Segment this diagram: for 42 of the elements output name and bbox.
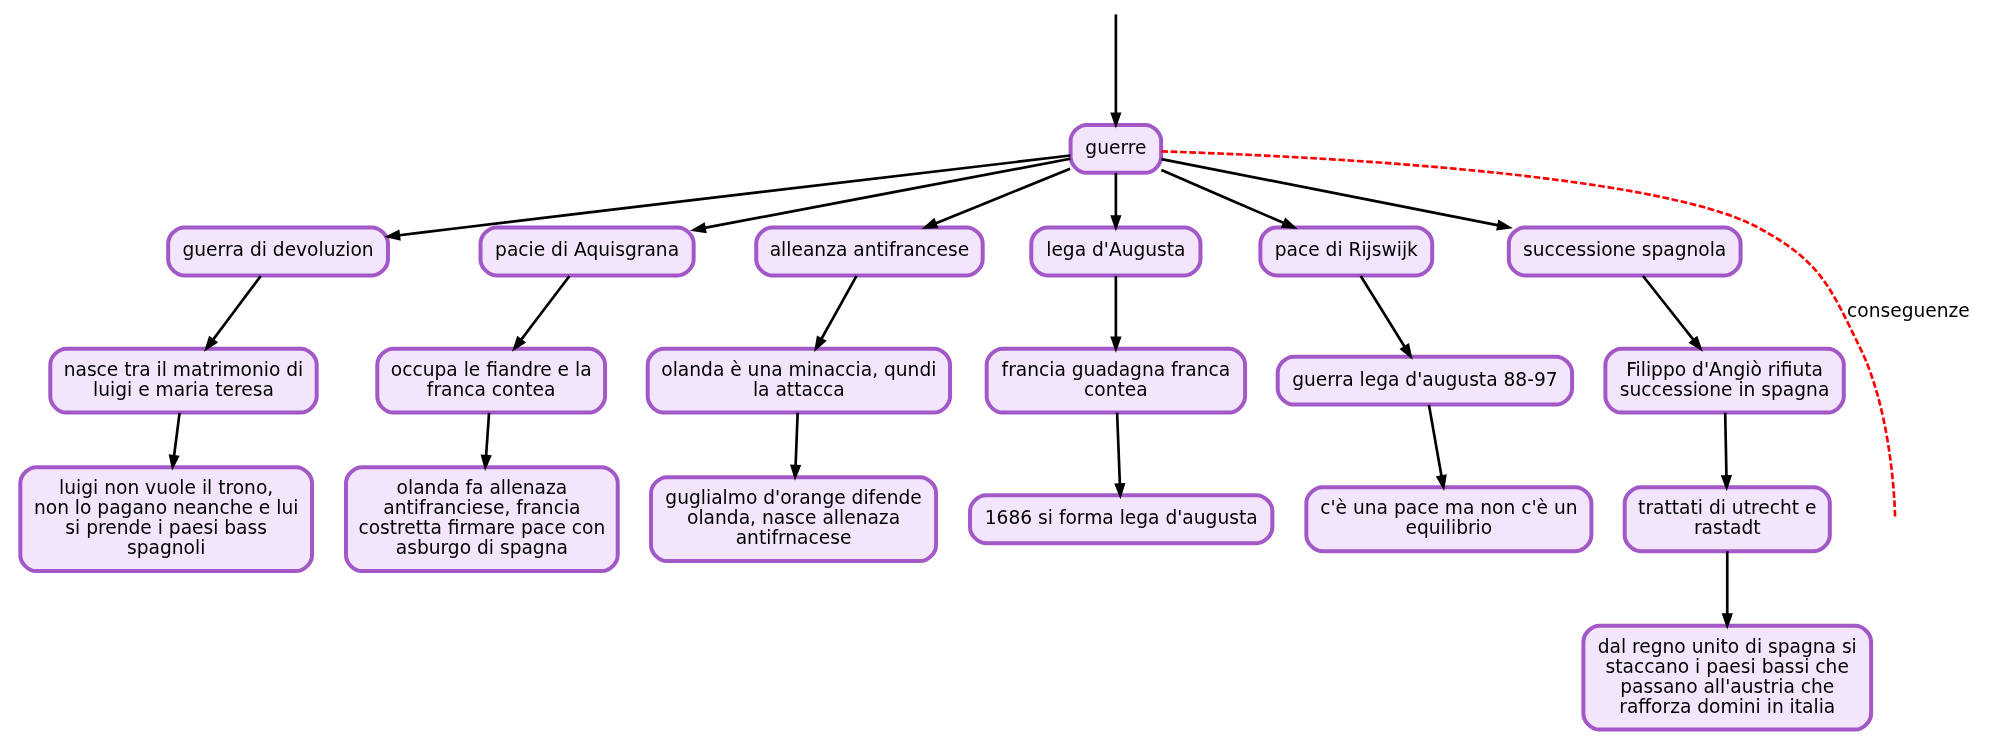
node-box: lega d'Augusta xyxy=(1028,225,1202,278)
arrow xyxy=(203,275,262,352)
node-box: guerre xyxy=(1068,122,1163,175)
node-box: Filippo d'Angiò rifiuta successione in spagna xyxy=(1602,346,1846,415)
node-box: francia guadagna franca contea xyxy=(984,346,1247,415)
node-box: guerra di devoluzion xyxy=(165,225,390,278)
node-box: c'è una pace ma non c'è un equilibrio xyxy=(1303,485,1593,554)
node-box: guglialmo d'orange difende olanda, nasce allenaza antifrnacese xyxy=(648,475,938,564)
arrow xyxy=(1113,412,1125,500)
arrow xyxy=(168,412,181,471)
arrow xyxy=(1427,404,1447,491)
node-box: olanda fa allenaza antifranciese, francia costretta firmare pace con asburgo di spagna xyxy=(343,465,620,574)
arrow xyxy=(921,167,1071,229)
arrow xyxy=(383,154,1071,241)
node-box: pace di Rijswijk xyxy=(1257,225,1434,278)
arrow xyxy=(1160,168,1298,230)
node-box: occupa le fiandre e la franca contea xyxy=(374,346,607,415)
arrow xyxy=(1109,172,1121,232)
arrow xyxy=(789,412,801,481)
arrow xyxy=(1720,412,1732,492)
node-box: nasce tra il matrimonio di luigi e maria teresa xyxy=(47,346,319,415)
node-box: successione spagnola xyxy=(1506,225,1743,278)
node-box: trattati di utrecht e rastadt xyxy=(1622,485,1832,554)
node-box: pacie di Aquisgrana xyxy=(478,225,696,278)
arrow xyxy=(1359,275,1413,360)
arrow xyxy=(1109,275,1121,353)
arrow xyxy=(1721,551,1733,630)
edge-label: conseguenze xyxy=(1846,299,1970,321)
node-box: alleanza antifrancese xyxy=(753,225,985,278)
arrow xyxy=(689,157,1071,234)
connector xyxy=(1160,150,1896,518)
arrow xyxy=(480,412,492,471)
arrow xyxy=(1160,157,1513,231)
node-box: 1686 si forma lega d'augusta xyxy=(967,493,1274,546)
node-box: olanda è una minaccia, qundi la attacca xyxy=(645,346,952,415)
arrow xyxy=(1641,275,1703,352)
arrow xyxy=(813,275,858,353)
node-box: luigi non vuole il trono, non lo pagano neanche e lui si prende i paesi bass spagnoli xyxy=(17,465,314,574)
node-box: guerra lega d'augusta 88-97 xyxy=(1275,354,1574,407)
arrow xyxy=(511,275,571,352)
node-box: dal regno unito di spagna si staccano i paesi bassi che passano all'austria che rafforza domini in italia xyxy=(1580,623,1873,732)
arrow xyxy=(1109,14,1121,129)
